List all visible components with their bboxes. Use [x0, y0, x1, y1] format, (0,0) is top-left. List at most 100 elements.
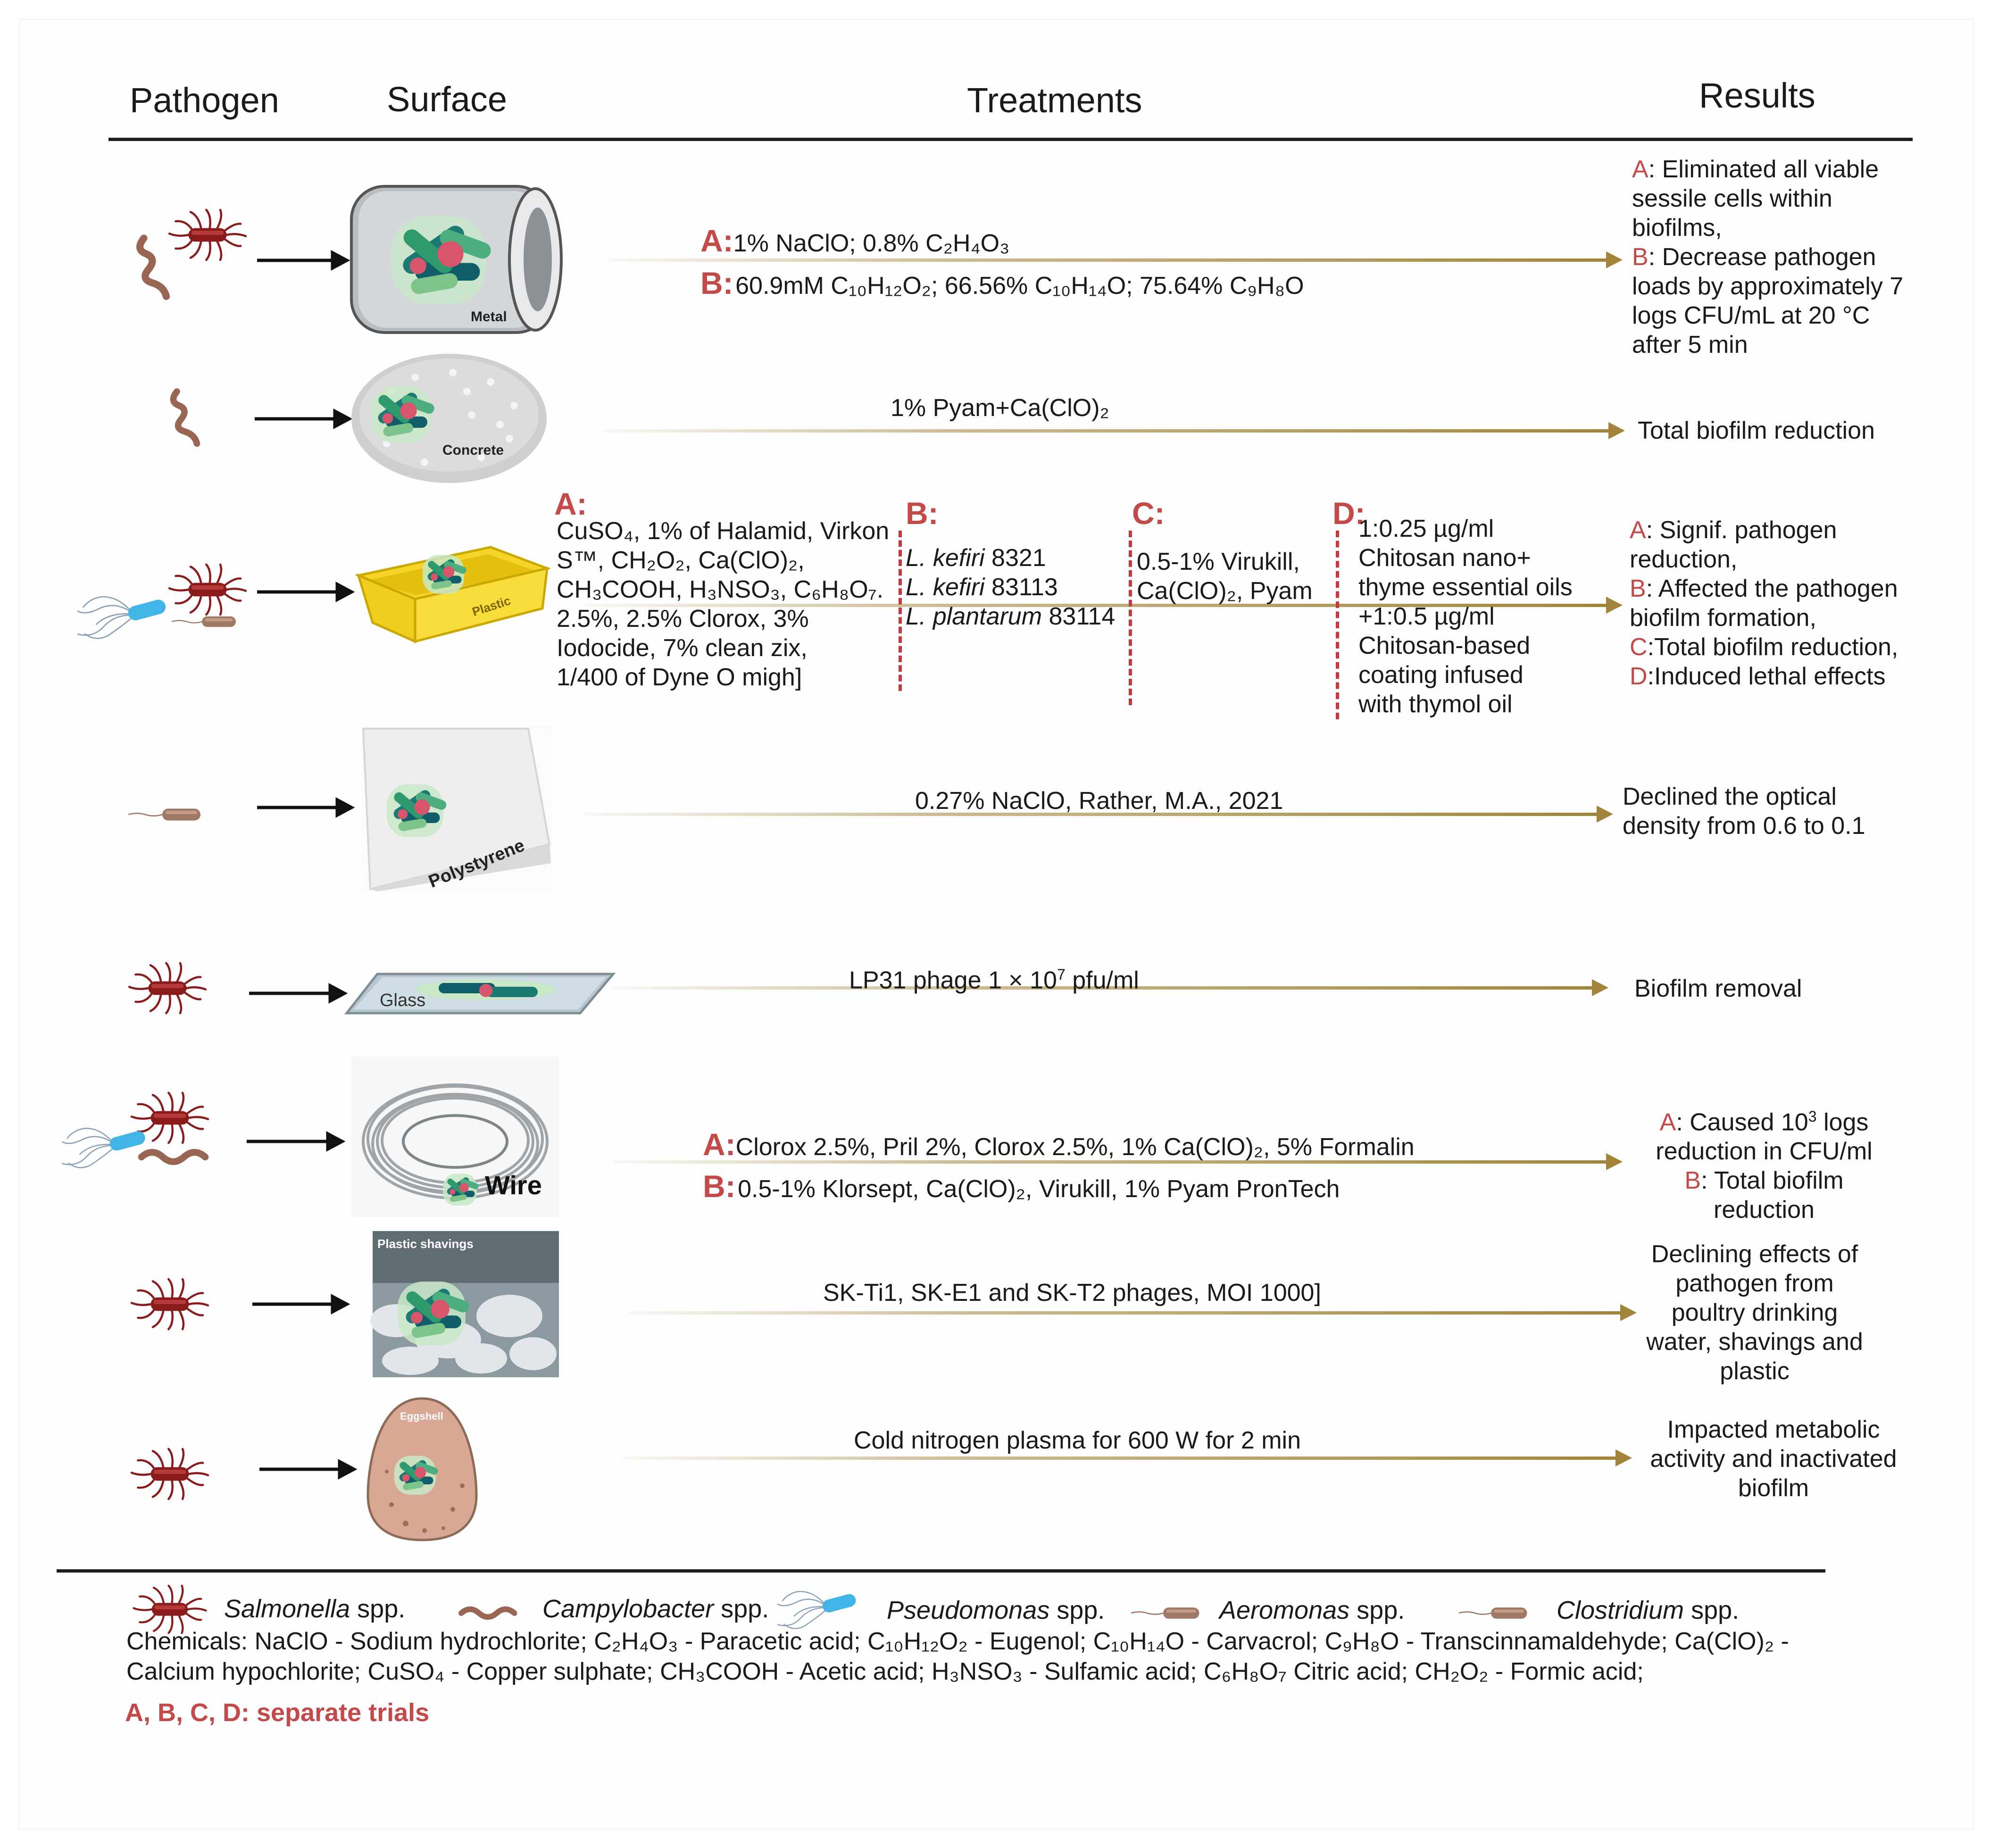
result-letter: D — [1630, 663, 1648, 690]
result-text: : Signif. pathogen — [1646, 516, 1837, 544]
result-letter: A — [1659, 1108, 1676, 1136]
treat-line: Chitosan nano+ — [1358, 544, 1531, 572]
trial-divider — [1336, 531, 1339, 719]
result-exponent: 3 — [1808, 1108, 1817, 1125]
result-text: : Total biofilm — [1701, 1167, 1844, 1195]
trial-letter-a: A: — [703, 1127, 736, 1162]
legend-species: Salmonella — [224, 1595, 350, 1623]
trial-divider — [1129, 531, 1132, 705]
row8-treatment: Cold nitrogen plasma for 600 W for 2 min — [854, 1427, 1301, 1454]
metal-surface-icon — [350, 185, 563, 334]
result-text: :Total biofilm reduction, — [1647, 633, 1898, 661]
legend-clostridium-icon — [1458, 1607, 1528, 1620]
legend-spp: spp. — [1349, 1596, 1405, 1624]
treat-line: Chitosan-based — [1358, 632, 1531, 659]
row3-treatment-a: CuSO₄, 1% of Halamid, Virkon S™, CH₂O₂, … — [557, 516, 889, 692]
result-text: biofilm — [1738, 1474, 1809, 1502]
strain-id: 83114 — [1042, 603, 1116, 630]
row3-letter-d: D: — [1332, 496, 1366, 531]
treat-line: 1:0.25 µg/ml — [1358, 515, 1494, 542]
treat-line: coating infused — [1358, 661, 1524, 689]
result-text: sessile cells within — [1632, 185, 1832, 212]
legend-pseudomonas-icon — [776, 1590, 858, 1629]
result-text: water, shavings and — [1646, 1328, 1863, 1356]
treat-line: CuSO₄, 1% of Halamid, Virkon — [557, 517, 890, 545]
species-name: L. kefiri — [906, 544, 985, 572]
result-text: reduction, — [1630, 546, 1738, 573]
row6-treatment-b: B: 0.5-1% Klorsept, Ca(ClO)₂, Virukill, … — [703, 1168, 1340, 1204]
row2-result: Total biofilm reduction — [1638, 417, 1875, 444]
row3-treatment-b: L. kefiri 8321 L. kefiri 83113 L. planta… — [906, 543, 1115, 631]
header-rule — [108, 138, 1913, 141]
row3-result: A: Signif. pathogen reduction, B: Affect… — [1630, 516, 1898, 691]
glass-surface-icon — [344, 973, 616, 1015]
strain-id: 83113 — [984, 574, 1058, 601]
row4-treatment: 0.27% NaClO, Rather, M.A., 2021 — [915, 787, 1283, 815]
result-text: pathogen from — [1675, 1270, 1834, 1297]
result-text: : Caused 10 — [1676, 1108, 1808, 1136]
header-surface: Surface — [387, 80, 508, 119]
row4-result: Declined the optical density from 0.6 to… — [1623, 782, 1865, 841]
treat-text: LP31 phage 1 × 10 — [849, 966, 1057, 994]
result-letter: B — [1632, 243, 1649, 271]
result-letter: B — [1684, 1167, 1701, 1195]
eggshell-surface-icon — [366, 1397, 478, 1541]
row5-result: Biofilm removal — [1634, 975, 1802, 1002]
legend-spp: spp. — [1684, 1596, 1740, 1624]
row1-treat-a-text: 1% NaClO; 0.8% C₂H₄O₃ — [733, 230, 1010, 257]
treat-line: Ca(ClO)₂, Pyam — [1137, 577, 1313, 605]
legend-campylobacter-icon — [461, 1609, 515, 1617]
result-text: Impacted metabolic — [1667, 1416, 1880, 1443]
result-text: after 5 min — [1632, 331, 1748, 358]
legend-rule — [57, 1569, 1825, 1573]
legend-salmonella: Salmonella spp. — [224, 1594, 405, 1623]
row8-result: Impacted metabolic activity and inactiva… — [1632, 1415, 1915, 1503]
treat-line: 0.5-1% Virukill, — [1137, 548, 1300, 575]
treat-line: +1:0.5 µg/ml — [1358, 603, 1495, 630]
wire-surface-icon — [351, 1057, 559, 1217]
concrete-surface-icon — [351, 354, 547, 483]
legend-species: Campylobacter — [542, 1595, 714, 1623]
treat-line: 1/400 of Dyne O migh] — [557, 664, 802, 691]
chemicals-line: Chemicals: NaClO - Sodium hydrochlorite;… — [126, 1628, 1789, 1655]
result-text: reduction in CFU/ml — [1656, 1138, 1873, 1165]
row2-treatment: 1% Pyam+Ca(ClO)₂ — [891, 394, 1109, 422]
treat-line: S™, CH₂O₂, Ca(ClO)₂, — [557, 547, 805, 574]
polystyrene-surface-icon — [361, 726, 552, 891]
trial-letter-a: A: — [700, 223, 733, 258]
figure-frame — [19, 19, 1973, 1830]
treat-line: CH₃COOH, H₃NSO₃, C₆H₈O₇. — [557, 576, 884, 603]
treat-line: Iodocide, 7% clean zix, — [557, 634, 808, 662]
legend-species: Clostridium — [1557, 1596, 1684, 1624]
legend-spp: spp. — [1049, 1596, 1105, 1624]
row1-result: A: Eliminated all viable sessile cells w… — [1632, 155, 1903, 359]
row5-treatment: LP31 phage 1 × 107 pfu/ml — [849, 960, 1139, 995]
separate-trials-note: A, B, C, D: separate trials — [125, 1698, 430, 1727]
header-pathogen: Pathogen — [130, 81, 279, 120]
result-text: biofilm formation, — [1630, 604, 1816, 632]
result-text: plastic — [1720, 1357, 1790, 1385]
row3-letter-b: B: — [906, 496, 939, 531]
treat-line: thyme essential oils — [1358, 574, 1573, 601]
concrete-label: Concrete — [442, 442, 504, 458]
metal-label: Metal — [471, 309, 507, 325]
result-letter: B — [1630, 575, 1646, 602]
result-text: reduction — [1714, 1196, 1815, 1224]
species-name: L. kefiri — [906, 574, 985, 601]
row3-treatment-c: 0.5-1% Virukill, Ca(ClO)₂, Pyam — [1137, 547, 1313, 606]
glass-label: Glass — [380, 991, 426, 1010]
row6-result: A: Caused 103 logs reduction in CFU/ml B… — [1623, 1102, 1906, 1224]
legend-campylobacter: Campylobacter spp. — [542, 1594, 769, 1623]
trial-letter-b: B: — [703, 1169, 736, 1204]
row3-treatment-d: 1:0.25 µg/ml Chitosan nano+ thyme essent… — [1358, 514, 1573, 719]
trial-letter-b: B: — [700, 266, 733, 300]
result-text: poultry drinking — [1671, 1299, 1838, 1326]
result-text: Declining effects of — [1651, 1240, 1858, 1268]
result-letter: A — [1632, 156, 1649, 183]
chemicals-line: Calcium hypochlorite; CuSO₄ - Copper sul… — [126, 1658, 1644, 1685]
trial-divider — [899, 531, 902, 691]
legend-aeromonas-icon — [1130, 1607, 1200, 1620]
legend-spp: spp. — [350, 1595, 406, 1623]
result-text: logs — [1816, 1108, 1869, 1136]
